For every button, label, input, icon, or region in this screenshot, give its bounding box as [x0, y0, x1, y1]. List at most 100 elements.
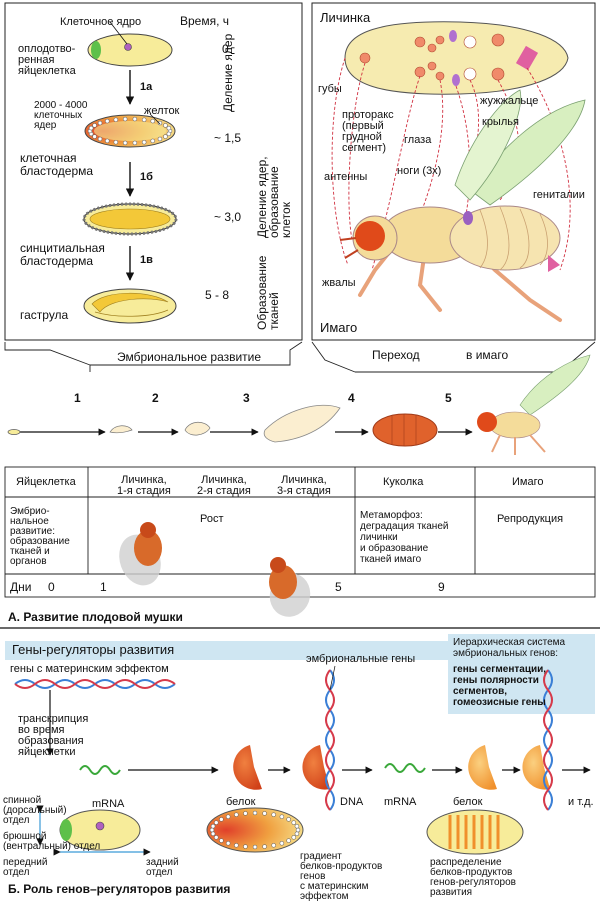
day-0: 0	[48, 580, 55, 594]
dorsal-label: спинной (дорсальный) отдел	[3, 795, 67, 826]
genitalia-label: гениталии	[533, 189, 585, 201]
stage-number-2: 2	[152, 391, 159, 405]
dna-label: DNA	[340, 796, 364, 808]
gradient-egg-nuclei	[209, 810, 301, 850]
polarity-egg	[59, 809, 141, 851]
transcription-label: транскрипция во время образования яйцекл…	[18, 713, 89, 758]
caption-b: Б. Роль генов–регуляторов развития	[8, 882, 231, 896]
distribution-label: распределение белков-продуктов генов-рег…	[430, 857, 516, 898]
phase-nuclear-cell: Деление ядер, образование клеток	[255, 156, 293, 238]
nucleus-dot	[219, 838, 224, 843]
nucleus-dot	[286, 817, 291, 822]
nucleus-dot	[294, 831, 300, 837]
gastrula-label: гаструла	[20, 308, 69, 322]
nucleus-dot	[150, 118, 155, 124]
nucleus-dot	[92, 123, 97, 128]
nucleus-dot	[163, 134, 168, 139]
nucleus-dot	[286, 838, 291, 843]
phase-tissue: Образование тканей	[255, 255, 281, 330]
nucleus-dot	[132, 140, 138, 146]
imago-stage-icon	[477, 354, 591, 455]
larva2-icon	[184, 421, 211, 436]
hierarchy-dna	[543, 669, 553, 811]
nucleus-dot	[295, 827, 301, 833]
nucleus-dot	[262, 844, 267, 849]
pupa-icon	[372, 413, 438, 447]
nucleus-label: Клеточное ядро	[60, 16, 142, 28]
embryonic-development-label: Эмбриональное развитие	[117, 350, 262, 364]
regulator-header-band	[5, 641, 448, 660]
imago-label: Имаго	[320, 320, 358, 335]
nucleus-dot	[105, 118, 110, 124]
maternal-mrna	[79, 765, 121, 775]
nucleus-dot	[243, 844, 248, 849]
fertilized-egg-label: оплодотво- ренная яйцеклетка	[18, 43, 76, 77]
nucleus-dot	[141, 117, 147, 123]
protein-label-2: белок	[453, 796, 483, 808]
nucleus-dot	[291, 820, 296, 825]
phase-nuclear-division: Деление ядер	[221, 33, 235, 112]
stage-number-5: 5	[445, 391, 452, 405]
protein-3	[468, 745, 497, 790]
table-header-larva2: Личинка, 2-я стадия	[197, 474, 251, 497]
step-1a: 1а	[140, 81, 153, 93]
embryo-bracket	[4, 341, 303, 372]
metamorphosis-cell: Метаморфоз: деградация тканей личинки и …	[360, 510, 449, 565]
nucleus-dot	[219, 817, 224, 822]
day-1: 1	[100, 580, 107, 594]
step-1b: 1б	[140, 171, 153, 183]
stage-number-1: 1	[74, 391, 81, 405]
nucleus-dot	[294, 823, 300, 829]
hierarchy-list: гены сегментации, гены полярности сегмен…	[453, 664, 547, 708]
etc-label: и т.д.	[568, 796, 594, 808]
eyes-label: глаза	[404, 134, 432, 146]
time-3-0: ~ 3,0	[214, 210, 242, 224]
ventral-label: брюшной (вентральный) отдел	[3, 831, 101, 852]
larva-illustration	[344, 21, 569, 95]
embryonic-dna	[325, 669, 335, 811]
syncytial-egg-illustration	[82, 202, 178, 236]
nucleus-dot	[97, 136, 103, 142]
protein-2	[302, 745, 330, 790]
stage-number-4: 4	[348, 391, 355, 405]
nucleus-dot	[122, 116, 128, 122]
growth-cell: Рост	[200, 513, 224, 525]
nucleus-dot	[279, 814, 285, 819]
regulator-stripes	[448, 815, 500, 849]
regulator-genes-header: Гены-регуляторы развития	[12, 642, 175, 657]
fertilized-egg-illustration	[87, 21, 173, 67]
table-header-pupa: Куколка	[383, 476, 424, 488]
legs-label: ноги (3х)	[397, 165, 442, 177]
mrna-label-2: mRNA	[384, 796, 417, 808]
nucleus-dot	[105, 138, 110, 144]
nuclei-count-label: 2000 - 4000 клеточных ядер	[34, 100, 88, 131]
table-header-larva3: Личинка, 3-я стадия	[277, 474, 331, 497]
to-imago-label: в имаго	[466, 348, 509, 362]
adult-fly-illustration	[339, 89, 586, 322]
gastrula-illustration	[83, 288, 177, 324]
nucleus-dot	[210, 831, 216, 837]
lips-label: губы	[318, 83, 342, 95]
nucleus-dot	[291, 835, 296, 840]
stage-number-3: 3	[243, 391, 250, 405]
hierarchy-title: Иерархическая система эмбриональных гено…	[453, 637, 566, 659]
larva-label: Личинка	[320, 10, 371, 25]
nucleus-dot	[113, 117, 119, 123]
nucleus-dot	[88, 125, 94, 131]
nucleus-dot	[234, 812, 239, 817]
nucleus-dot	[214, 820, 219, 825]
nucleus-dot	[92, 134, 97, 139]
posterior-label: задний отдел	[146, 857, 179, 878]
larva1-icon	[109, 425, 133, 434]
day-5: 5	[335, 580, 342, 594]
embryo-panel-frame	[4, 2, 303, 341]
table-header-egg: Яйцеклетка	[16, 476, 76, 488]
nucleus-dot	[166, 125, 172, 131]
day-9: 9	[438, 580, 445, 594]
protein-1	[233, 745, 262, 790]
nucleus-dot	[157, 120, 163, 126]
nucleus-dot	[225, 814, 231, 819]
nucleus-dot	[132, 116, 138, 122]
nucleus-dot	[271, 843, 276, 848]
